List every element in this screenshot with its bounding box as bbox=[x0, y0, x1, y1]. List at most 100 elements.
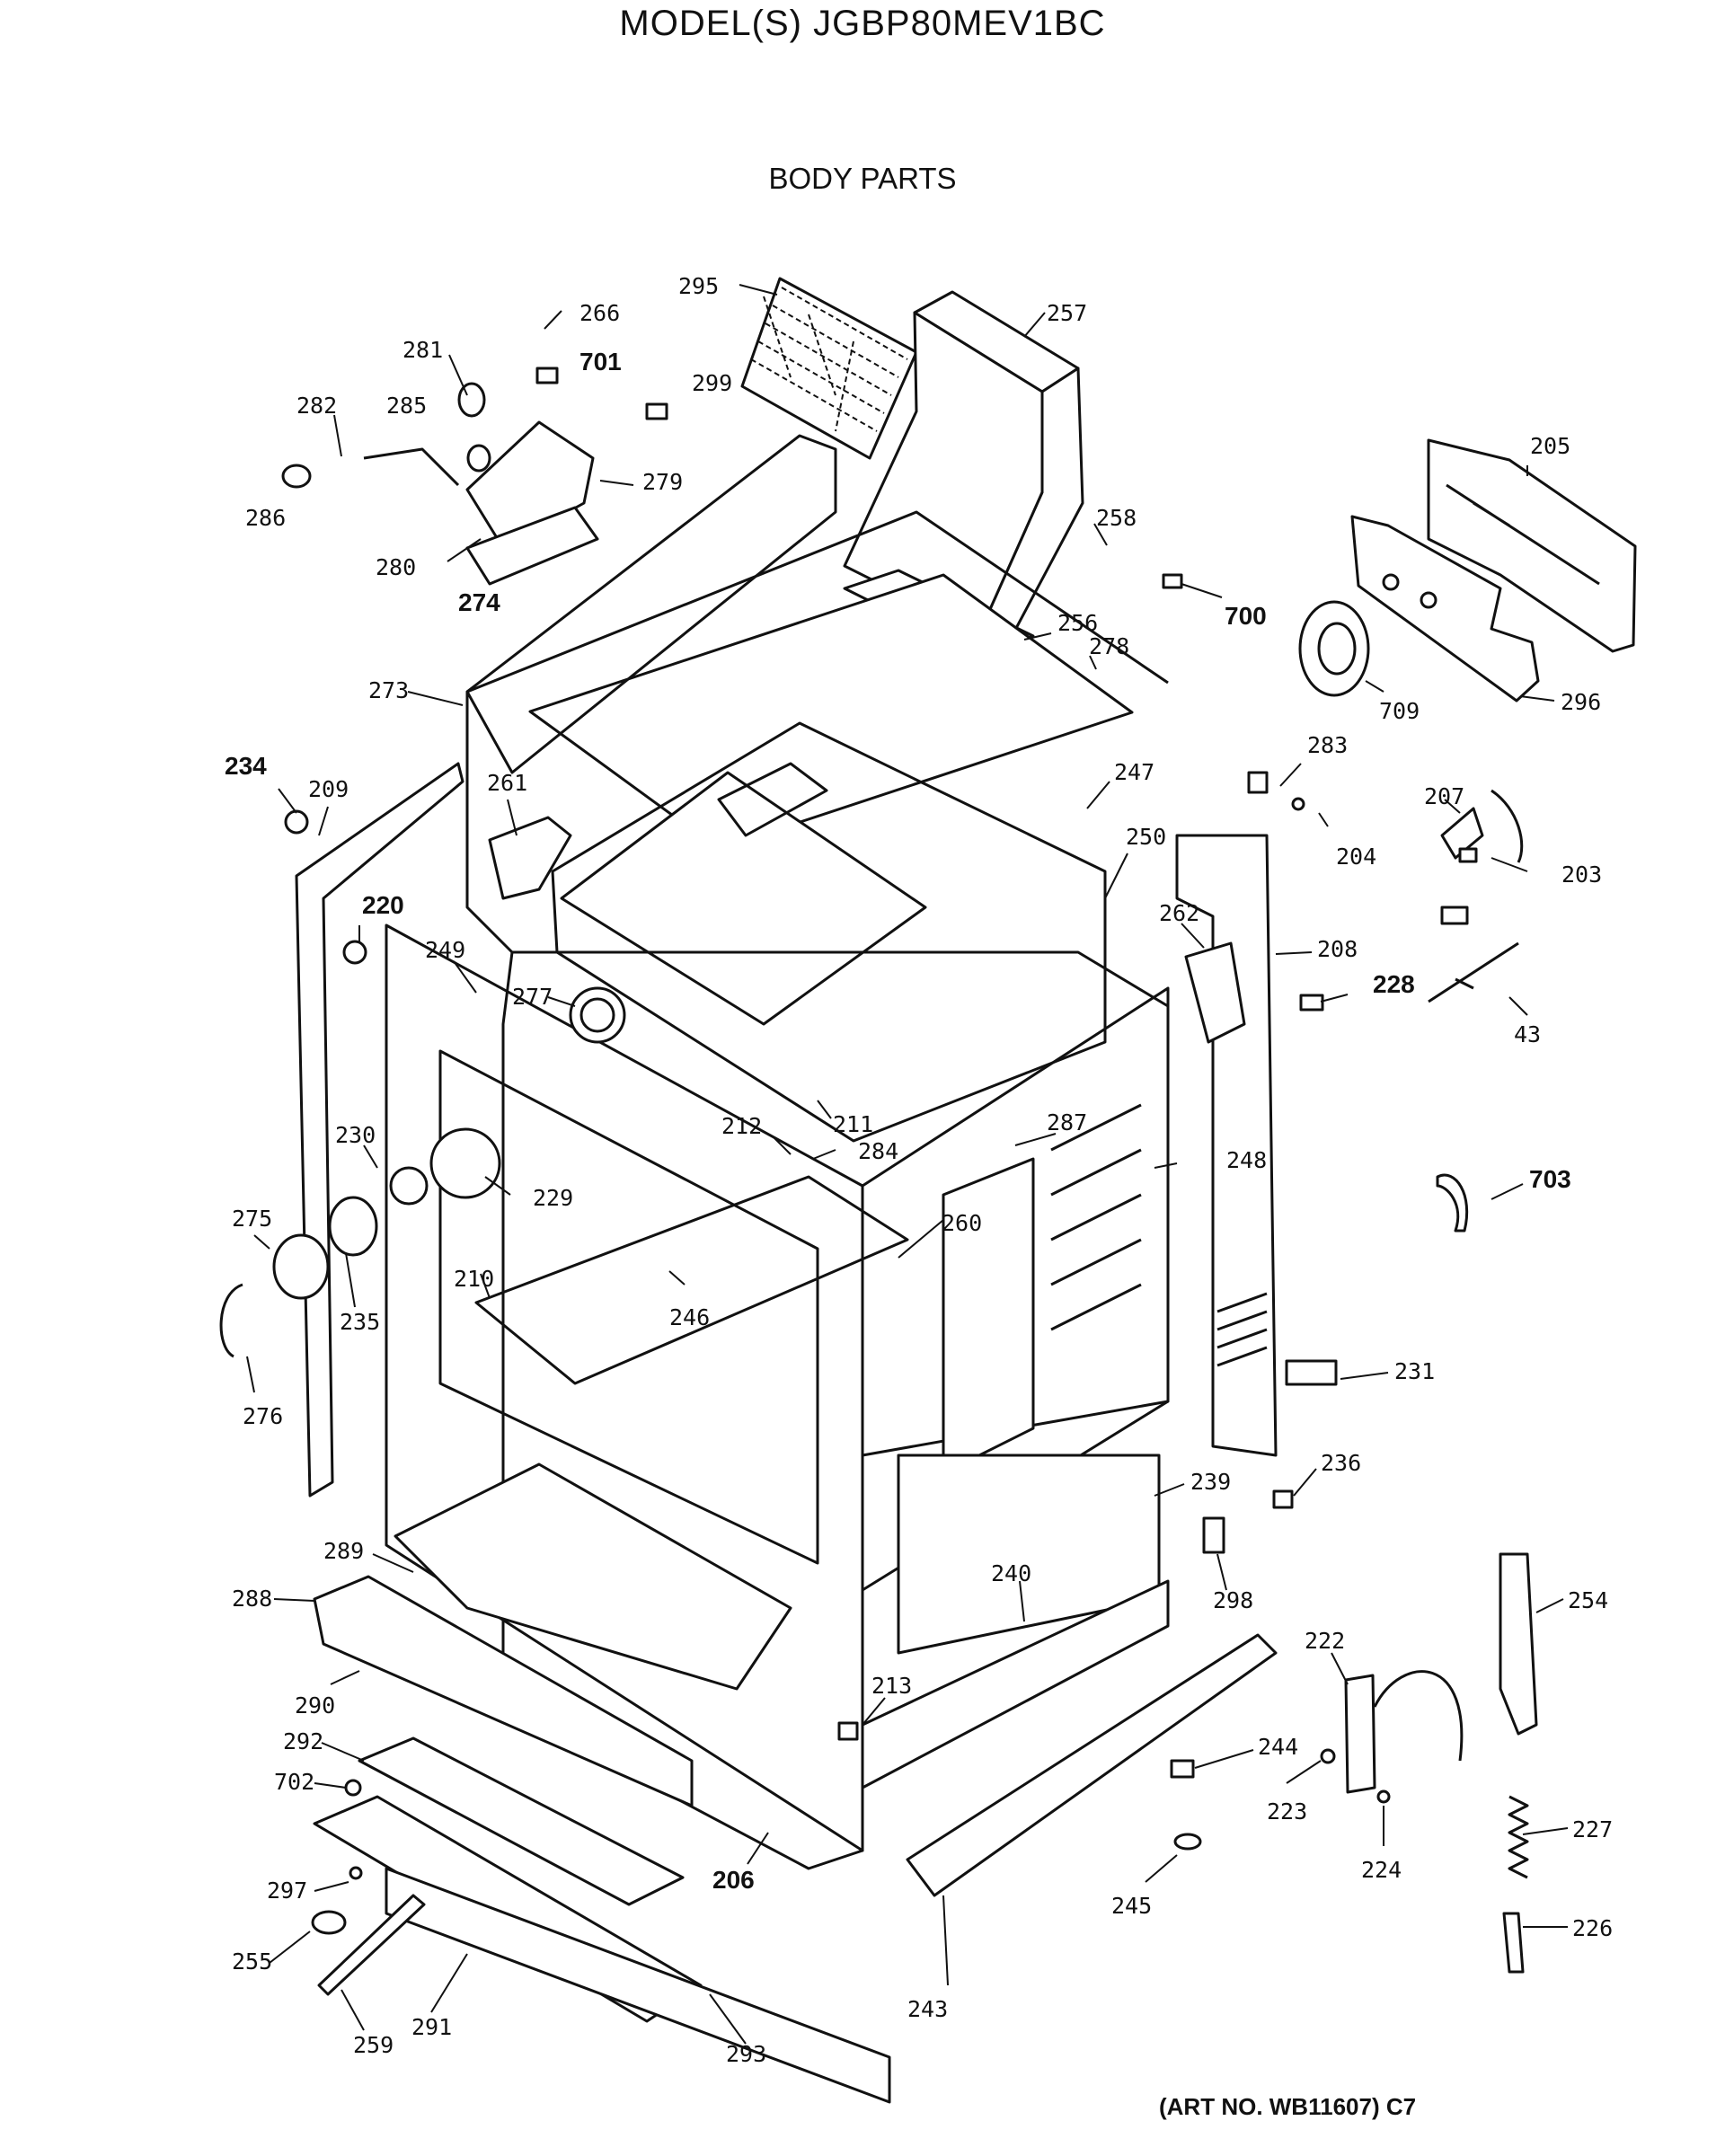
part-254-bracket bbox=[1499, 1552, 1538, 1736]
callout-296: 296 bbox=[1561, 689, 1601, 715]
callout-246: 246 bbox=[669, 1304, 710, 1330]
callout-292: 292 bbox=[283, 1728, 323, 1754]
callout-281: 281 bbox=[402, 337, 443, 363]
callout-222: 222 bbox=[1305, 1628, 1345, 1654]
callout-287: 287 bbox=[1047, 1109, 1087, 1135]
model-title: MODEL(S) JGBP80MEV1BC bbox=[619, 4, 1106, 43]
callout-230: 230 bbox=[335, 1122, 376, 1148]
callout-255: 255 bbox=[232, 1948, 272, 1975]
callout-236: 236 bbox=[1321, 1450, 1361, 1476]
part-222-valve bbox=[1344, 1670, 1464, 1794]
part-drawings bbox=[219, 277, 1637, 2104]
part-227-spring bbox=[1508, 1795, 1529, 1879]
callout-203: 203 bbox=[1561, 862, 1602, 888]
callout-234: 234 bbox=[225, 752, 267, 780]
callout-257: 257 bbox=[1047, 300, 1087, 326]
callout-700: 700 bbox=[1225, 602, 1267, 630]
callout-701: 701 bbox=[579, 348, 622, 376]
callout-289: 289 bbox=[323, 1538, 364, 1564]
callout-228: 228 bbox=[1373, 970, 1415, 998]
callout-226: 226 bbox=[1572, 1915, 1613, 1941]
callout-labels: 295 257 266 281 701 299 282 285 279 286 … bbox=[225, 273, 1613, 2067]
callout-235: 235 bbox=[340, 1309, 380, 1335]
callout-256: 256 bbox=[1057, 610, 1098, 636]
callout-260: 260 bbox=[942, 1210, 982, 1236]
callout-207: 207 bbox=[1424, 783, 1464, 809]
callout-220: 220 bbox=[362, 891, 404, 919]
part-709-collar bbox=[1298, 600, 1370, 697]
callout-208: 208 bbox=[1317, 936, 1358, 962]
callout-231: 231 bbox=[1394, 1358, 1435, 1384]
callout-298: 298 bbox=[1213, 1587, 1253, 1613]
callout-212: 212 bbox=[721, 1113, 762, 1139]
callout-244: 244 bbox=[1258, 1734, 1298, 1760]
callout-290: 290 bbox=[295, 1692, 335, 1719]
callout-295: 295 bbox=[678, 273, 719, 299]
callout-227: 227 bbox=[1572, 1816, 1613, 1842]
callout-205: 205 bbox=[1530, 433, 1570, 459]
callout-285: 285 bbox=[386, 393, 427, 419]
part-205-back-panel bbox=[1427, 438, 1637, 653]
callout-276: 276 bbox=[243, 1403, 283, 1429]
callout-283: 283 bbox=[1307, 732, 1348, 758]
part-209-side-strip bbox=[295, 762, 464, 1498]
part-296-shield bbox=[1350, 515, 1540, 702]
callout-254: 254 bbox=[1568, 1587, 1608, 1613]
callout-204: 204 bbox=[1336, 844, 1376, 870]
callout-243: 243 bbox=[907, 1996, 948, 2022]
callout-43: 43 bbox=[1514, 1021, 1541, 1047]
callout-211: 211 bbox=[833, 1111, 873, 1137]
callout-262: 262 bbox=[1159, 900, 1199, 926]
callout-299: 299 bbox=[692, 370, 732, 396]
bottom-rails bbox=[861, 1454, 1278, 1897]
part-278-top-plate bbox=[528, 573, 1134, 851]
callout-210: 210 bbox=[454, 1266, 494, 1292]
callout-282: 282 bbox=[296, 393, 337, 419]
bottom-trays bbox=[313, 1462, 891, 2104]
small-parts bbox=[219, 367, 1524, 1996]
callout-702: 702 bbox=[274, 1769, 314, 1795]
part-261-insulation bbox=[488, 816, 572, 900]
callout-277: 277 bbox=[512, 984, 553, 1010]
callout-248: 248 bbox=[1226, 1147, 1267, 1173]
callout-266: 266 bbox=[579, 300, 620, 326]
art-number: (ART NO. WB11607) C7 bbox=[1159, 2093, 1417, 2120]
callout-213: 213 bbox=[871, 1673, 912, 1699]
part-226-link bbox=[1502, 1912, 1525, 1974]
callout-280: 280 bbox=[376, 554, 416, 580]
part-208-side-panel bbox=[1175, 834, 1278, 1457]
part-274-burner-assembly bbox=[363, 420, 599, 586]
callout-259: 259 bbox=[353, 2032, 394, 2058]
callout-278: 278 bbox=[1089, 633, 1129, 659]
callout-245: 245 bbox=[1111, 1893, 1152, 1919]
callout-274: 274 bbox=[458, 588, 500, 616]
callout-709: 709 bbox=[1379, 698, 1420, 724]
callout-224: 224 bbox=[1361, 1857, 1402, 1883]
callout-229: 229 bbox=[533, 1185, 573, 1211]
callout-261: 261 bbox=[487, 770, 527, 796]
callout-273: 273 bbox=[368, 677, 409, 703]
callout-288: 288 bbox=[232, 1586, 272, 1612]
callout-703: 703 bbox=[1529, 1165, 1571, 1193]
callout-239: 239 bbox=[1190, 1469, 1231, 1495]
callout-249: 249 bbox=[425, 937, 465, 963]
section-title: BODY PARTS bbox=[768, 162, 957, 195]
callout-247: 247 bbox=[1114, 759, 1154, 785]
callout-258: 258 bbox=[1096, 505, 1137, 531]
callout-240: 240 bbox=[991, 1560, 1031, 1586]
callout-250: 250 bbox=[1126, 824, 1166, 850]
callout-284: 284 bbox=[858, 1138, 898, 1164]
oven-body bbox=[385, 923, 1170, 1870]
callout-297: 297 bbox=[267, 1878, 307, 1904]
callout-275: 275 bbox=[232, 1206, 272, 1232]
part-295-insulation bbox=[740, 277, 918, 460]
leader-lines bbox=[246, 284, 1569, 2045]
callout-209: 209 bbox=[308, 776, 349, 802]
callout-279: 279 bbox=[642, 469, 683, 495]
callout-293: 293 bbox=[726, 2041, 766, 2067]
callout-286: 286 bbox=[245, 505, 286, 531]
callout-206: 206 bbox=[712, 1866, 755, 1894]
callout-291: 291 bbox=[411, 2014, 452, 2040]
callout-223: 223 bbox=[1267, 1798, 1307, 1825]
